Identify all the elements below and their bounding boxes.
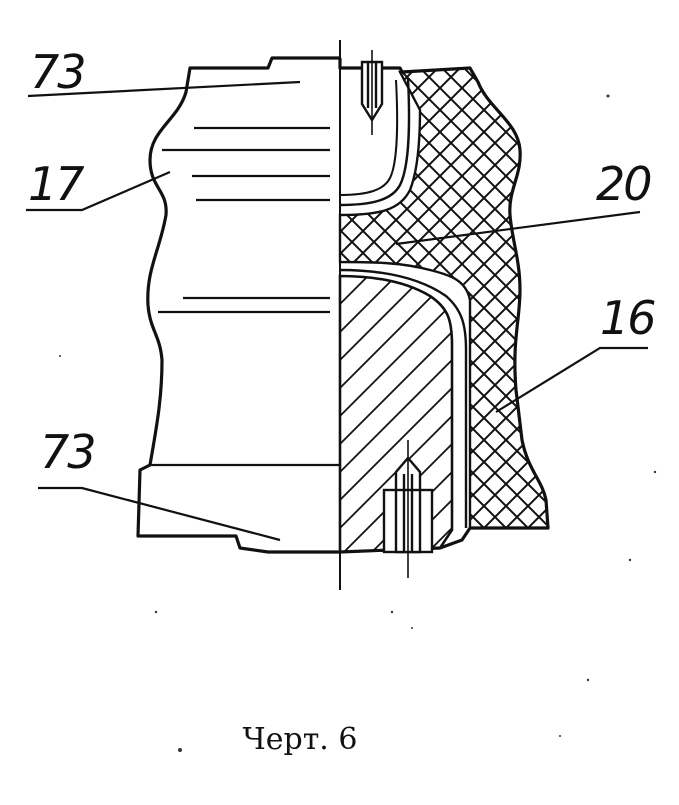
leader-lines [26, 80, 648, 542]
elastomer-section [338, 66, 550, 530]
label-16: 16 [600, 291, 655, 345]
caption-text: Черт. 6 [242, 722, 358, 757]
upper-insert-line-inner [339, 79, 399, 196]
label-73-bottom: 73 [40, 425, 95, 479]
upper-insert-line [339, 77, 411, 207]
scan-noise [59, 94, 657, 752]
label-73-top: 73 [30, 45, 85, 99]
figure-caption: Черт. 6 [0, 722, 600, 757]
label-20: 20 [596, 157, 651, 211]
label-17: 17 [28, 157, 84, 211]
body-outline-left [136, 56, 340, 554]
core-interface-line [339, 268, 468, 528]
metal-core-section [338, 274, 454, 554]
surface-lines [150, 126, 340, 467]
